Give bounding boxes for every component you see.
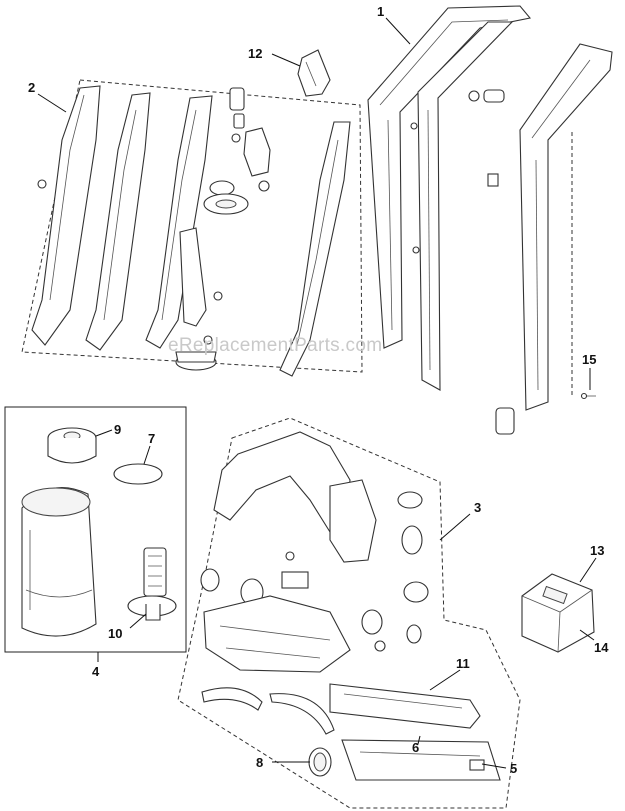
frame-body-group <box>367 5 613 435</box>
wheel-right <box>361 609 383 635</box>
hinge-knob <box>468 90 480 102</box>
handle-assembly-group <box>21 79 363 377</box>
callout-1: 1 <box>377 4 384 19</box>
handle-front-cover <box>31 85 101 346</box>
switch-part <box>229 87 245 111</box>
screw-15 <box>580 392 588 400</box>
wheel-left <box>200 568 220 592</box>
callout-15: 15 <box>582 352 596 367</box>
elbow-duct <box>329 479 377 563</box>
wheel-bracket <box>495 407 515 435</box>
frame-front-shell <box>519 43 613 411</box>
callout-9: 9 <box>114 422 121 437</box>
filter-pack <box>521 573 595 653</box>
frame-middle-shell <box>417 21 514 391</box>
callout-14: 14 <box>594 640 609 655</box>
motor-housing <box>203 595 351 673</box>
screw <box>37 179 47 189</box>
callout-6: 6 <box>412 740 419 755</box>
leader-lines <box>37 17 597 769</box>
frame-rear-shell <box>367 5 532 349</box>
callout-labels: 1 2 3 4 5 6 7 8 9 10 11 12 13 14 15 <box>28 4 609 776</box>
dust-cup-group-box <box>4 406 187 653</box>
callout-13: 13 <box>590 543 604 558</box>
watermark-text: eReplacementParts.com <box>168 335 382 356</box>
cyclone-filter-10 <box>143 547 167 597</box>
cyclone-cap <box>209 180 235 196</box>
suction-tube <box>179 227 207 327</box>
callout-5: 5 <box>510 761 517 776</box>
part-12-clip <box>297 49 331 97</box>
bottom-plate-5 <box>341 739 501 781</box>
cord-hook <box>243 127 271 177</box>
callout-7: 7 <box>148 431 155 446</box>
nozzle-neck <box>213 431 351 533</box>
filter-pack-group <box>521 573 595 653</box>
belt-right <box>269 693 335 735</box>
cord-wrap-bracket <box>279 121 351 377</box>
handle-rear-cover <box>85 92 151 351</box>
callout-11: 11 <box>456 656 470 671</box>
handle-assembly-outline <box>21 79 363 373</box>
callout-4: 4 <box>92 664 100 679</box>
callout-10: 10 <box>108 626 122 641</box>
dust-cup-group <box>4 406 187 653</box>
callout-12: 12 <box>248 46 262 61</box>
base-assembly-group <box>177 417 521 809</box>
callout-8: 8 <box>256 755 263 770</box>
belt-left <box>201 687 263 711</box>
callout-2: 2 <box>28 80 35 95</box>
base-assembly-outline <box>177 417 521 809</box>
handle-inner-frame <box>145 95 213 349</box>
filter-disc-7 <box>113 463 163 485</box>
brushroll-11 <box>329 683 481 729</box>
callout-3: 3 <box>474 500 481 515</box>
